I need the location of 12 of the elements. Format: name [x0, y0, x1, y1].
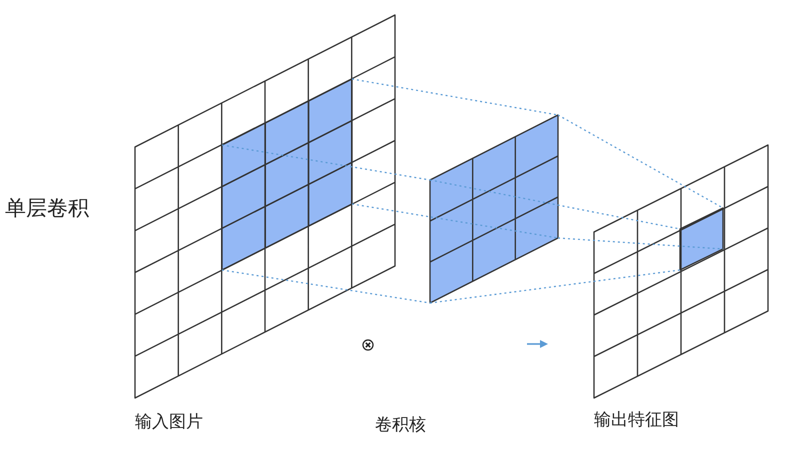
side-label: 单层卷积 [5, 196, 89, 221]
projection-line [352, 78, 558, 116]
projection-line [558, 237, 724, 250]
projection-line [558, 114, 724, 209]
kernel-label: 卷积核 [375, 415, 426, 436]
grid-label: 输入图片 [135, 412, 203, 432]
grid-label: 输出特征图 [594, 410, 679, 430]
projection-line [352, 203, 558, 239]
projection-line [222, 269, 430, 304]
projection-line [430, 269, 680, 304]
projection-line [222, 144, 430, 181]
projection-line [430, 179, 680, 230]
